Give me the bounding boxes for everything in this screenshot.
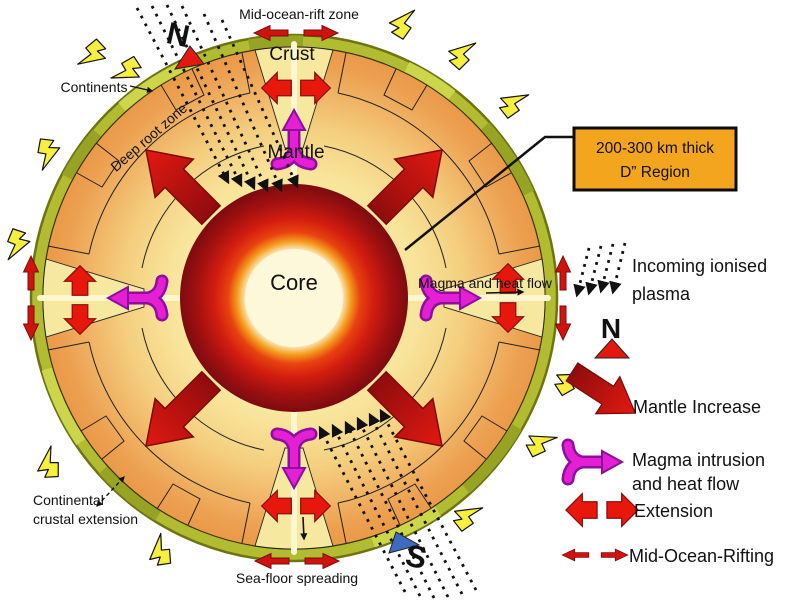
lightning-bolt xyxy=(77,35,112,73)
callout-box: 200-300 km thick D” Region xyxy=(572,126,738,192)
plasma-lines-north xyxy=(135,4,299,193)
legend-north-label: N xyxy=(601,313,621,344)
legend-mantle-increase-symbol xyxy=(559,352,648,433)
lightning-bolt xyxy=(444,36,477,73)
legend-extension-label: Extension xyxy=(634,501,713,521)
plasma-lines-south xyxy=(318,408,478,599)
lightning-bolt xyxy=(140,532,179,573)
legend-magma-intrusion-label-2: and heat flow xyxy=(632,474,740,494)
continents-pointer-arrow xyxy=(129,85,154,93)
callout-text-line2: D” Region xyxy=(620,164,690,181)
callout-text-line1: 200-300 km thick xyxy=(596,140,714,157)
label-sea-floor-spreading: Sea-floor spreading xyxy=(236,570,358,586)
legend-extension-symbol xyxy=(565,492,639,528)
label-mid-ocean-rift-zone: Mid-ocean-rift zone xyxy=(239,6,359,22)
lightning-bolt xyxy=(519,423,558,463)
label-continents: Continents xyxy=(61,79,128,95)
label-mantle: Mantle xyxy=(267,142,324,163)
lightning-bolt xyxy=(31,133,66,171)
legend-incoming-plasma-label-2: plasma xyxy=(632,284,691,304)
legend-north-triangle xyxy=(593,338,631,359)
callout-line xyxy=(404,135,574,251)
north-pole-triangle xyxy=(173,45,205,70)
label-continental-crustal-extension-2: crustal extension xyxy=(33,511,138,527)
south-pole-triangle xyxy=(388,531,421,554)
legend-mid-ocean-rifting-label: Mid-Ocean-Rifting xyxy=(629,546,774,566)
heat-flow-direction-arrow xyxy=(485,288,525,296)
spreading-direction-arrow xyxy=(300,516,308,541)
label-continental-crustal-extension-1: Continental xyxy=(33,492,104,508)
legend-magma-intrusion-label-1: Magma intrusion xyxy=(632,450,765,470)
label-crust: Crust xyxy=(269,44,315,65)
legend: Incoming ionised plasma N Mantle Increas… xyxy=(559,242,774,566)
lightning-bolt xyxy=(387,7,416,41)
label-core: Core xyxy=(270,270,318,295)
legend-mid-ocean-rifting-symbol xyxy=(561,548,629,562)
lightning-bolt xyxy=(3,226,33,261)
earth-cross-section xyxy=(23,25,571,569)
lightning-bolt xyxy=(29,445,67,485)
lightning-bolt xyxy=(493,84,530,123)
legend-incoming-plasma-symbol xyxy=(573,242,627,298)
legend-mantle-increase-label: Mantle Increase xyxy=(633,397,761,417)
annotation-arrows xyxy=(96,85,525,541)
legend-magma-intrusion-symbol xyxy=(568,445,622,479)
label-magma-and-heat-flow: Magma and heat flow xyxy=(418,275,553,291)
inner-core xyxy=(245,249,343,347)
legend-incoming-plasma-label-1: Incoming ionised xyxy=(632,256,767,276)
